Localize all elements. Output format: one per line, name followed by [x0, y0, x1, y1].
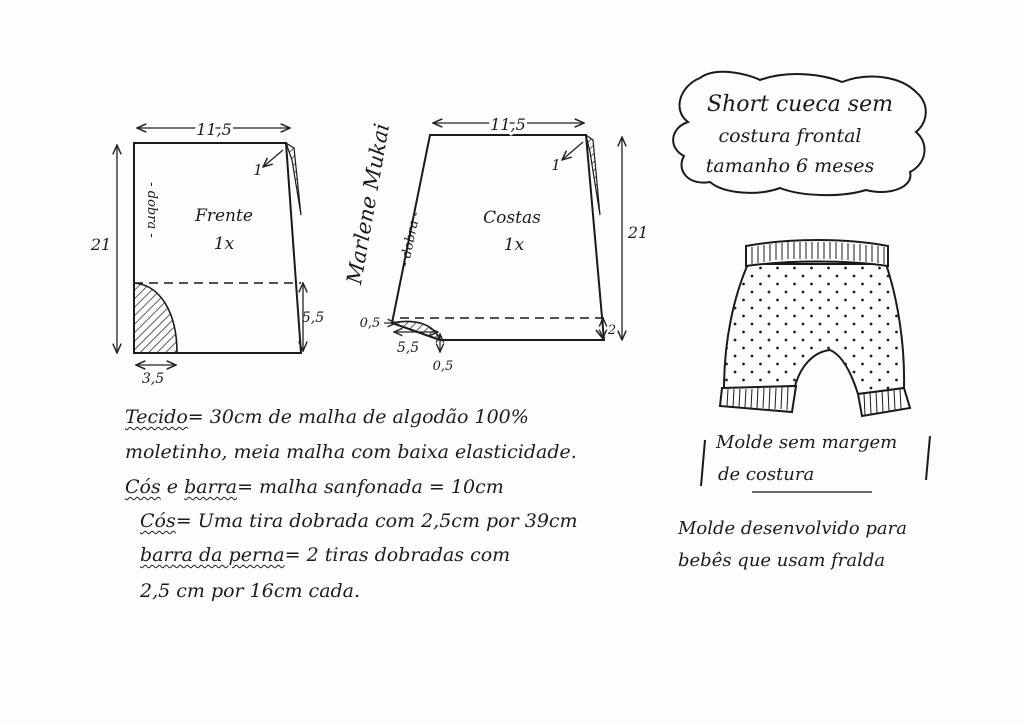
waistband-strip-label: Cós: [140, 510, 176, 532]
waistband-hem-line: Cós e barra= malha sanfonada = 10cm: [125, 478, 504, 497]
back-left-offset-label: 0,5: [360, 316, 381, 331]
front-fold-label: - dobra -: [144, 182, 159, 238]
diaper-note-line-2: bebês que usam fralda: [678, 552, 885, 570]
title-cloud-outline: [672, 70, 927, 197]
no-margin-note-line-2: de costura: [718, 466, 814, 484]
no-margin-note-line-1: Molde sem margem: [716, 434, 897, 452]
leg-hem-line-2: 2,5 cm por 16cm cada.: [140, 582, 360, 601]
shorts-waistband: [745, 239, 889, 268]
shorts-waistband-ribs: [751, 242, 885, 264]
shorts-illustration: [718, 239, 912, 418]
diaper-note-text-1: Molde desenvolvido para: [678, 518, 907, 539]
back-offset-label: 1: [551, 156, 561, 174]
fabric-text: = 30cm de malha de algodão 100%: [187, 406, 529, 428]
fabric-label: Tecido: [125, 406, 188, 428]
waistband-and-word: e: [166, 476, 179, 498]
back-offset-pointer: [562, 141, 584, 160]
leg-hem-text: = 2 tiras dobradas com: [284, 544, 511, 566]
no-margin-note-text-2: de costura: [718, 464, 815, 485]
shorts-left-cuff-ribs: [726, 386, 789, 411]
title-line-1: Short cueca sem: [707, 92, 893, 117]
back-height-label: 21: [627, 223, 648, 242]
back-count-label: 1x: [504, 235, 525, 255]
front-crotch-height-label: 5,5: [302, 310, 324, 326]
diaper-note-text-2: bebês que usam fralda: [678, 550, 886, 571]
front-offset-pointer: [263, 149, 284, 167]
no-margin-right-bracket: [925, 435, 931, 481]
front-offset-label: 1: [253, 161, 263, 179]
fabric-text-continued: moletinho, meia malha com baixa elastici…: [125, 441, 577, 463]
designer-signature: Marlene Mukai: [342, 122, 394, 288]
back-hem-raise-label: 2: [607, 323, 616, 338]
front-crotch-width-label: 3,5: [142, 371, 164, 387]
leg-hem-label: barra da perna: [140, 544, 285, 566]
rib-knit-text: = malha sanfonada = 10cm: [237, 476, 504, 498]
title-line-2: costura frontal: [719, 125, 862, 147]
title-line-3: tamanho 6 meses: [706, 155, 875, 177]
hem-label: barra: [184, 476, 238, 498]
back-width-label: 11,5: [490, 115, 526, 134]
no-margin-note-text-1: Molde sem margem: [716, 432, 898, 453]
shorts-right-cuff-ribs: [863, 388, 902, 416]
front-width-label: 11,5: [196, 120, 232, 139]
back-outline: [390, 134, 606, 341]
fabric-line-2: moletinho, meia malha com baixa elastici…: [125, 443, 577, 462]
front-name-label: Frente: [194, 206, 253, 226]
front-seam-slope: [284, 141, 302, 216]
diaper-note-line-1: Molde desenvolvido para: [678, 520, 907, 538]
back-seam-slope: [585, 133, 601, 216]
front-crotch-hatch: [133, 282, 178, 354]
back-crotch-width-label: 5,5: [397, 340, 419, 356]
waistband-strip-text: = Uma tira dobrada com 2,5cm por 39cm: [175, 510, 578, 532]
back-crotch-hatch: [388, 320, 442, 342]
front-count-label: 1x: [214, 234, 235, 254]
back-bottom-offset-label: 0,5: [433, 359, 454, 374]
back-fold-label: - dobra -: [397, 211, 423, 268]
front-height-label: 21: [90, 235, 111, 254]
leg-hem-text-continued: 2,5 cm por 16cm cada.: [140, 580, 361, 602]
shorts-right-cuff: [856, 386, 912, 418]
shorts-body: [722, 263, 906, 396]
waistband-strip-line: Cós= Uma tira dobrada com 2,5cm por 39cm: [140, 512, 578, 531]
back-pattern-piece: [388, 133, 606, 342]
fabric-line-1: Tecido= 30cm de malha de algodão 100%: [125, 408, 529, 427]
waistband-label: Cós: [125, 476, 161, 498]
no-margin-left-bracket: [700, 439, 706, 487]
back-name-label: Costas: [483, 208, 541, 228]
front-pattern-piece: [133, 141, 303, 354]
leg-hem-line: barra da perna= 2 tiras dobradas com: [140, 546, 510, 565]
